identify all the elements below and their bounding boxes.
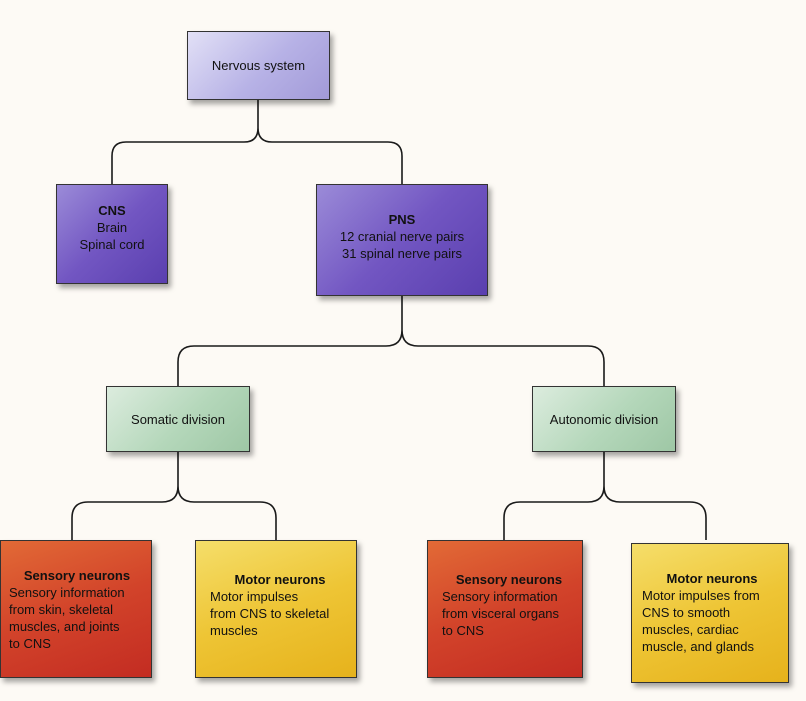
node-cns-line-2: Spinal cord [79, 237, 145, 252]
node-cns-line-1: Brain [96, 220, 128, 235]
node-pns-line-1: 12 cranial nerve pairs [339, 229, 465, 244]
node-somatic-sensory-line-1: Sensory information [9, 585, 125, 600]
node-nervous-system-title: Nervous system [211, 58, 306, 73]
node-somatic-sensory-title: Sensory neurons [23, 568, 131, 583]
node-autonomic-sensory-line-2: from visceral organs [442, 606, 560, 621]
node-somatic-motor-line-2: from CNS to skeletal [210, 606, 330, 621]
node-autonomic-sensory-neurons: Sensory neurons Sensory information from… [427, 540, 583, 678]
node-autonomic-motor-line-3: muscles, cardiac [642, 622, 739, 637]
node-pns: PNS 12 cranial nerve pairs 31 spinal ner… [316, 184, 488, 296]
node-autonomic-sensory-line-3: to CNS [442, 623, 484, 638]
node-somatic-motor-line-1: Motor impulses [210, 589, 299, 604]
node-autonomic-motor-line-2: CNS to smooth [642, 605, 731, 620]
connector-autonomic-to-neurons [503, 452, 707, 540]
node-autonomic-sensory-title: Sensory neurons [455, 572, 563, 587]
node-cns-title: CNS [98, 203, 126, 218]
node-somatic-sensory-neurons: Sensory neurons Sensory information from… [0, 540, 152, 678]
node-somatic-sensory-line-2: from skin, skeletal [9, 602, 114, 617]
node-autonomic-sensory-line-1: Sensory information [442, 589, 558, 604]
node-pns-line-2: 31 spinal nerve pairs [342, 246, 462, 261]
node-nervous-system: Nervous system [187, 31, 330, 100]
node-autonomic-motor-neurons: Motor neurons Motor impulses from CNS to… [631, 543, 789, 683]
node-autonomic-division: Autonomic division [532, 386, 676, 452]
connector-somatic-to-neurons [71, 452, 277, 540]
node-pns-title: PNS [388, 212, 416, 227]
node-somatic-sensory-line-3: muscles, and joints [9, 619, 120, 634]
node-autonomic-motor-title: Motor neurons [666, 571, 758, 586]
node-somatic-motor-line-3: muscles [210, 623, 258, 638]
node-somatic-sensory-line-4: to CNS [9, 636, 51, 651]
node-autonomic-motor-line-4: muscle, and glands [642, 639, 755, 654]
node-somatic-division-title: Somatic division [131, 411, 225, 427]
node-autonomic-division-title: Autonomic division [549, 411, 659, 427]
node-somatic-division: Somatic division [106, 386, 250, 452]
connector-root-to-cns-pns [111, 100, 403, 184]
node-somatic-motor-title: Motor neurons [234, 572, 326, 587]
node-somatic-motor-neurons: Motor neurons Motor impulses from CNS to… [195, 540, 357, 678]
node-cns: CNS Brain Spinal cord [56, 184, 168, 284]
connector-pns-to-divisions [177, 296, 605, 386]
node-autonomic-motor-line-1: Motor impulses from [642, 588, 760, 603]
